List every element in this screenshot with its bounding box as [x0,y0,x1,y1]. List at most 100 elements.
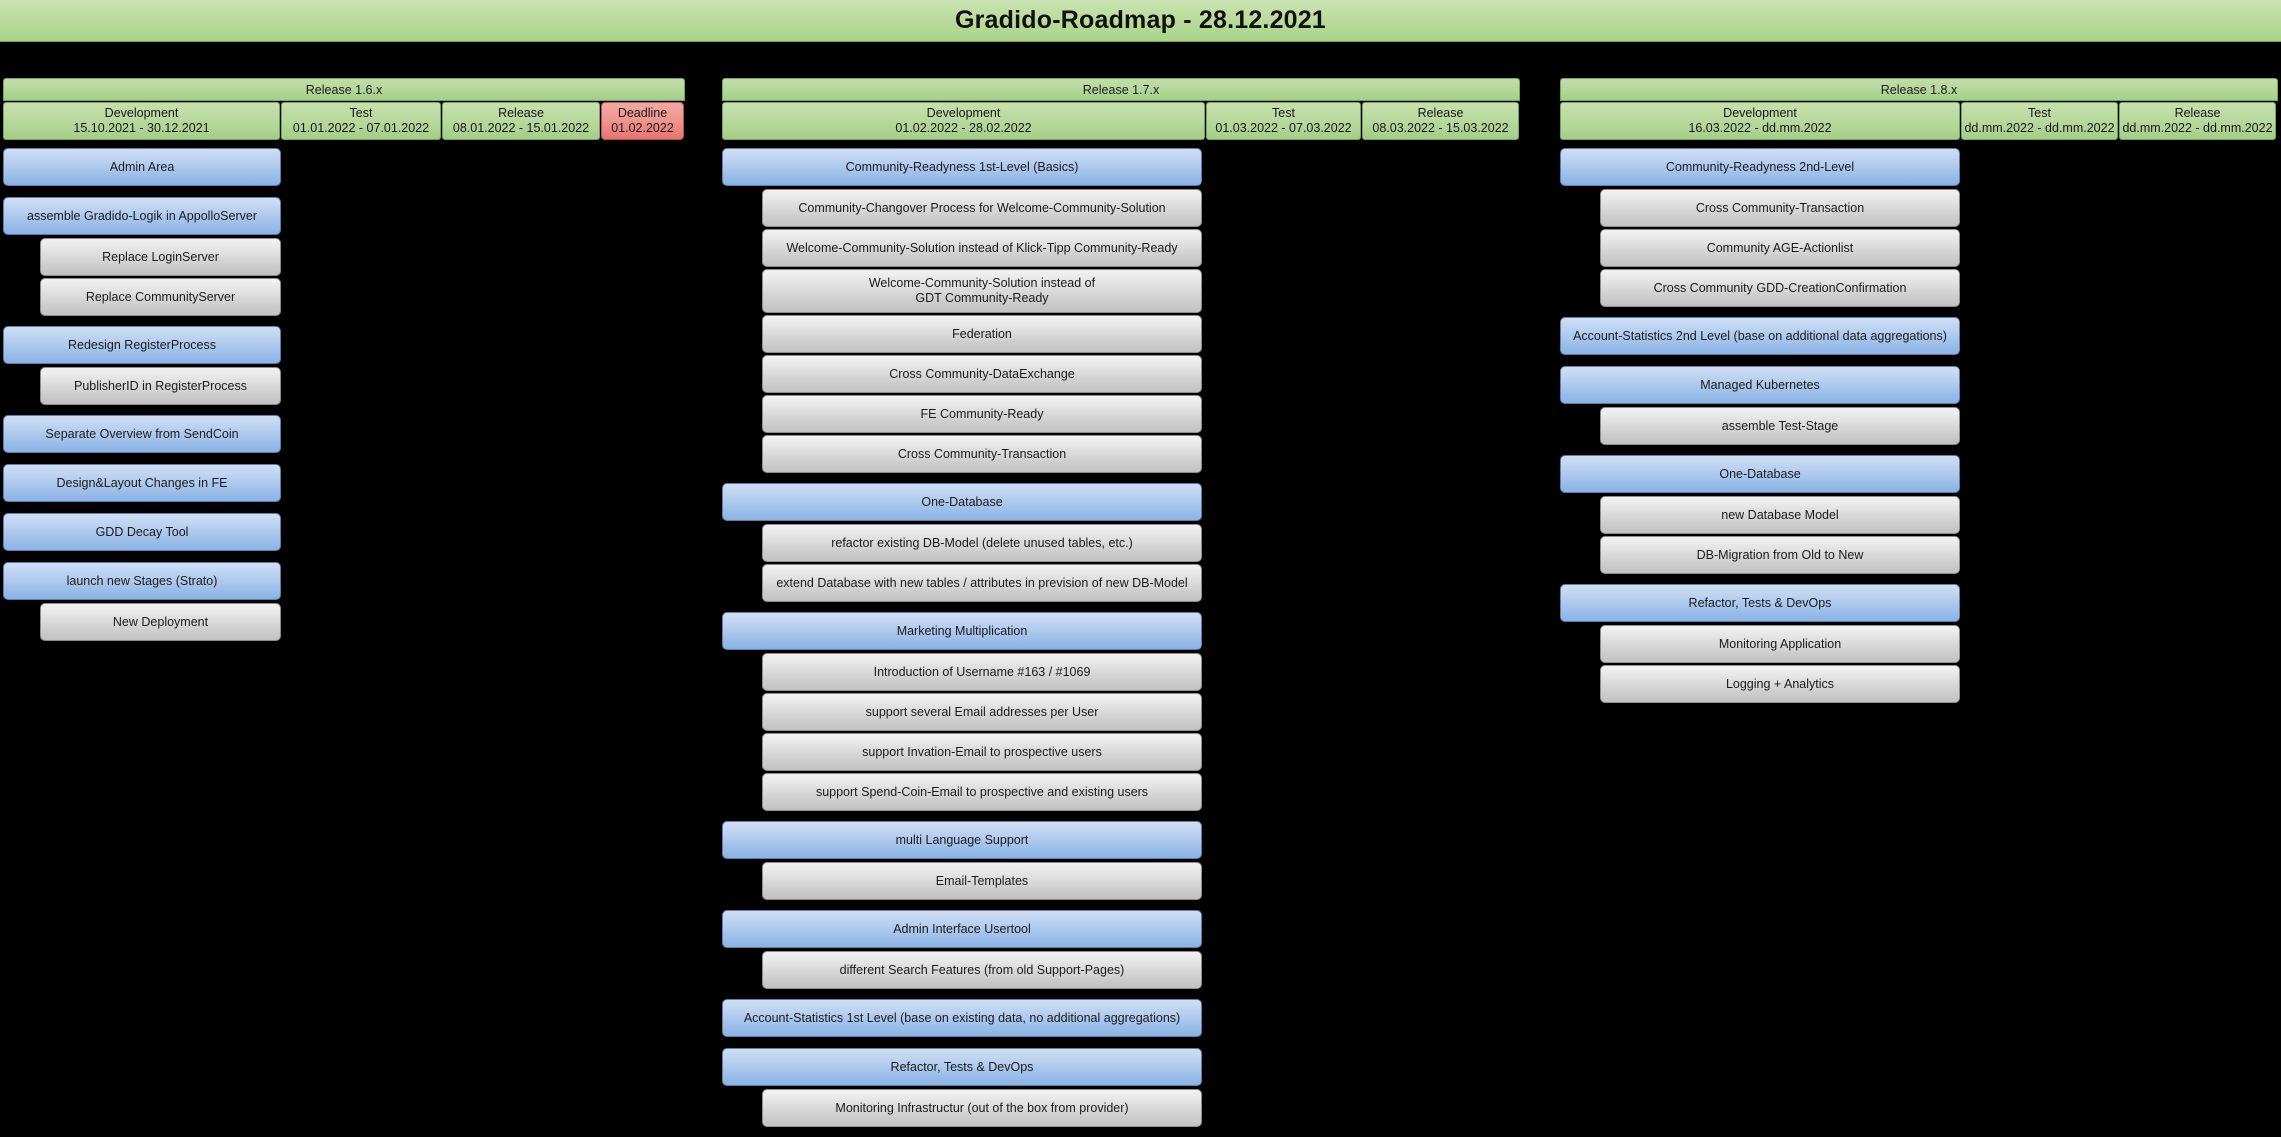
sub-task-label: refactor existing DB-Model (delete unuse… [831,535,1133,550]
epic-task-label: launch new Stages (Strato) [66,573,218,588]
sub-task-box[interactable]: support several Email addresses per User [762,693,1202,731]
sub-task-box[interactable]: Cross Community-DataExchange [762,355,1202,393]
sub-task-label: Welcome-Community-Solution instead of Kl… [786,240,1178,255]
epic-task-box[interactable]: Admin Area [3,148,281,186]
task-group: Admin Area [3,148,685,186]
group-spacer [722,1040,1520,1048]
epic-task-box[interactable]: Design&Layout Changes in FE [3,464,281,502]
epic-task-label: Admin Interface Usertool [893,921,1031,936]
group-spacer [3,554,685,562]
sub-task-box[interactable]: Monitoring Infrastructur (out of the box… [762,1089,1202,1127]
epic-task-box[interactable]: Account-Statistics 2nd Level (base on ad… [1560,317,1960,355]
sub-task-box[interactable]: Cross Community GDD-CreationConfirmation [1600,269,1960,307]
sub-task-box[interactable]: support Spend-Coin-Email to prospective … [762,773,1202,811]
sub-task-label: new Database Model [1721,507,1839,522]
task-group: Design&Layout Changes in FE [3,464,685,502]
epic-task-label: Marketing Multiplication [896,623,1028,638]
phase-dates: 01.01.2022 - 07.01.2022 [292,121,430,135]
epic-task-label: Separate Overview from SendCoin [45,426,239,441]
sub-task-box[interactable]: Logging + Analytics [1600,665,1960,703]
release-header-label: Release 1.8.x [1880,82,1958,97]
group-spacer [1560,576,2278,584]
phase-name: Development [926,106,1001,120]
sub-task-box[interactable]: assemble Test-Stage [1600,407,1960,445]
release-header: Release 1.8.x [1560,78,2278,101]
sub-task-box[interactable]: Replace LoginServer [40,238,281,276]
epic-task-label: Redesign RegisterProcess [68,337,216,352]
sub-task-box[interactable]: new Database Model [1600,496,1960,534]
epic-task-label: Admin Area [109,159,175,174]
page-title: Gradido-Roadmap - 28.12.2021 [954,6,1326,34]
release-header: Release 1.7.x [722,78,1520,101]
epic-task-box[interactable]: Account-Statistics 1st Level (base on ex… [722,999,1202,1037]
sub-task-box[interactable]: Community-Changover Process for Welcome-… [762,189,1202,227]
sub-task-box[interactable]: Email-Templates [762,862,1202,900]
sub-task-box[interactable]: Community AGE-Actionlist [1600,229,1960,267]
epic-task-box[interactable]: Managed Kubernetes [1560,366,1960,404]
epic-task-box[interactable]: launch new Stages (Strato) [3,562,281,600]
sub-task-box[interactable]: Replace CommunityServer [40,278,281,316]
sub-task-box[interactable]: Introduction of Username #163 / #1069 [762,653,1202,691]
sub-task-box[interactable]: Welcome-Community-Solution instead of GD… [762,269,1202,313]
sub-task-label: Introduction of Username #163 / #1069 [873,664,1091,679]
release-header-label: Release 1.7.x [1082,82,1160,97]
sub-task-box[interactable]: refactor existing DB-Model (delete unuse… [762,524,1202,562]
sub-task-box[interactable]: Cross Community-Transaction [1600,189,1960,227]
epic-task-label: multi Language Support [895,832,1029,847]
epic-task-box[interactable]: assemble Gradido-Logik in AppolloServer [3,197,281,235]
sub-task-box[interactable]: support Invation-Email to prospective us… [762,733,1202,771]
sub-task-box[interactable]: DB-Migration from Old to New [1600,536,1960,574]
epic-task-box[interactable]: Admin Interface Usertool [722,910,1202,948]
sub-task-box[interactable]: PublisherID in RegisterProcess [40,367,281,405]
sub-task-box[interactable]: Cross Community-Transaction [762,435,1202,473]
group-spacer [1560,447,2278,455]
group-spacer [3,643,685,651]
sub-task-box[interactable]: Welcome-Community-Solution instead of Kl… [762,229,1202,267]
epic-task-label: Design&Layout Changes in FE [56,475,228,490]
epic-task-box[interactable]: Marketing Multiplication [722,612,1202,650]
phase-name: Release [2174,106,2221,120]
epic-task-label: One-Database [1719,466,1801,481]
sub-task-label: Replace CommunityServer [85,289,236,304]
sub-task-box[interactable]: Federation [762,315,1202,353]
sub-task-label: Monitoring Application [1718,636,1842,651]
sub-task-box[interactable]: different Search Features (from old Supp… [762,951,1202,989]
task-group: One-Database refactor existing DB-Model (… [722,483,1520,602]
sub-task-label: Welcome-Community-Solution instead of GD… [868,276,1096,305]
epic-task-box[interactable]: Refactor, Tests & DevOps [722,1048,1202,1086]
phase-dates: 08.01.2022 - 15.01.2022 [452,121,590,135]
epic-task-box[interactable]: GDD Decay Tool [3,513,281,551]
sub-task-label: New Deployment [112,614,209,629]
phase-dates: 01.02.2022 [611,121,674,135]
epic-task-box[interactable]: Redesign RegisterProcess [3,326,281,364]
sub-task-label: Email-Templates [935,873,1029,888]
phase-dates: dd.mm.2022 - dd.mm.2022 [1964,121,2115,135]
epic-task-box[interactable]: Refactor, Tests & DevOps [1560,584,1960,622]
epic-task-box[interactable]: One-Database [1560,455,1960,493]
epic-task-box[interactable]: One-Database [722,483,1202,521]
sub-task-label: Community-Changover Process for Welcome-… [798,200,1166,215]
epic-task-box[interactable]: Community-Readyness 2nd-Level [1560,148,1960,186]
sub-task-box[interactable]: New Deployment [40,603,281,641]
task-group: Account-Statistics 2nd Level (base on ad… [1560,317,2278,355]
phase-name: Test [2028,106,2051,120]
task-group: Admin Interface Usertool different Search… [722,910,1520,989]
epic-task-label: GDD Decay Tool [95,524,189,539]
sub-task-box[interactable]: extend Database with new tables / attrib… [762,564,1202,602]
epic-task-box[interactable]: Separate Overview from SendCoin [3,415,281,453]
sub-task-box[interactable]: Monitoring Application [1600,625,1960,663]
epic-task-box[interactable]: multi Language Support [722,821,1202,859]
sub-task-label: Cross Community-Transaction [1695,200,1865,215]
sub-task-label: assemble Test-Stage [1721,418,1839,433]
epic-task-box[interactable]: Community-Readyness 1st-Level (Basics) [722,148,1202,186]
sub-task-label: Monitoring Infrastructur (out of the box… [835,1100,1129,1115]
phase-name: Release [498,106,544,120]
sub-task-box[interactable]: FE Community-Ready [762,395,1202,433]
